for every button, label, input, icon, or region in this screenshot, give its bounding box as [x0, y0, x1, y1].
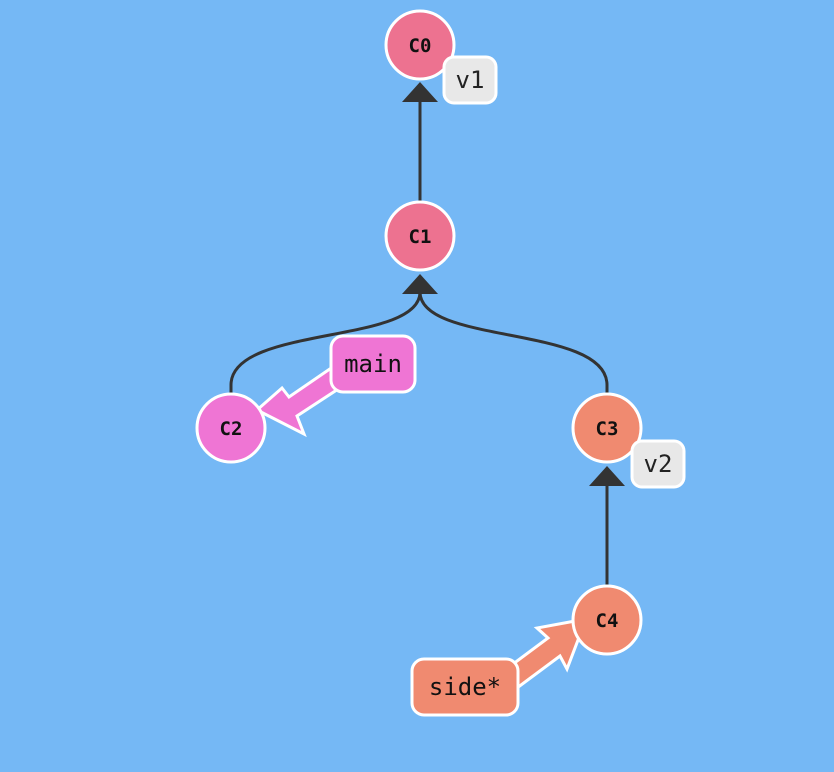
- edge-arrowhead-c0: [402, 82, 438, 102]
- branch-main[interactable]: main: [329, 334, 417, 394]
- commit-edges: [229, 82, 625, 586]
- branch-box-main[interactable]: [329, 334, 417, 394]
- tag-v1[interactable]: v1: [442, 55, 498, 105]
- edge-arrowhead-c1: [402, 274, 438, 294]
- tag-box-v1[interactable]: [442, 55, 498, 105]
- branch-box-side[interactable]: [410, 657, 520, 717]
- commit-c4[interactable]: C4: [571, 584, 643, 656]
- commit-label-c0: C0: [409, 35, 432, 57]
- edge-arrowhead-c3: [589, 466, 625, 486]
- branch-label-main: main: [344, 350, 402, 378]
- commit-node-c3[interactable]: [571, 392, 643, 464]
- tag-label-v1: v1: [456, 66, 485, 94]
- commit-label-c2: C2: [220, 418, 243, 440]
- commit-c2[interactable]: C2: [195, 392, 267, 464]
- edge-c3-to-c1: [418, 291, 609, 394]
- branch-pointer-side-arrow[interactable]: [502, 617, 589, 691]
- commit-c1[interactable]: C1: [384, 200, 456, 272]
- commit-node-c1[interactable]: [384, 200, 456, 272]
- commit-label-c4: C4: [596, 610, 619, 632]
- commit-label-c1: C1: [409, 226, 432, 248]
- commit-c0[interactable]: C0: [384, 9, 456, 81]
- branch-label-side: side*: [429, 673, 501, 701]
- tag-v2[interactable]: v2: [630, 439, 686, 489]
- tag-label-v2: v2: [644, 450, 673, 478]
- tag-box-v2[interactable]: [630, 439, 686, 489]
- commit-node-c4[interactable]: [571, 584, 643, 656]
- edge-c2-to-c1: [229, 291, 422, 394]
- commit-c3[interactable]: C3: [571, 392, 643, 464]
- commit-node-c2[interactable]: [195, 392, 267, 464]
- branch-side[interactable]: side*: [410, 657, 520, 717]
- commit-label-c3: C3: [596, 418, 619, 440]
- commit-node-c0[interactable]: [384, 9, 456, 81]
